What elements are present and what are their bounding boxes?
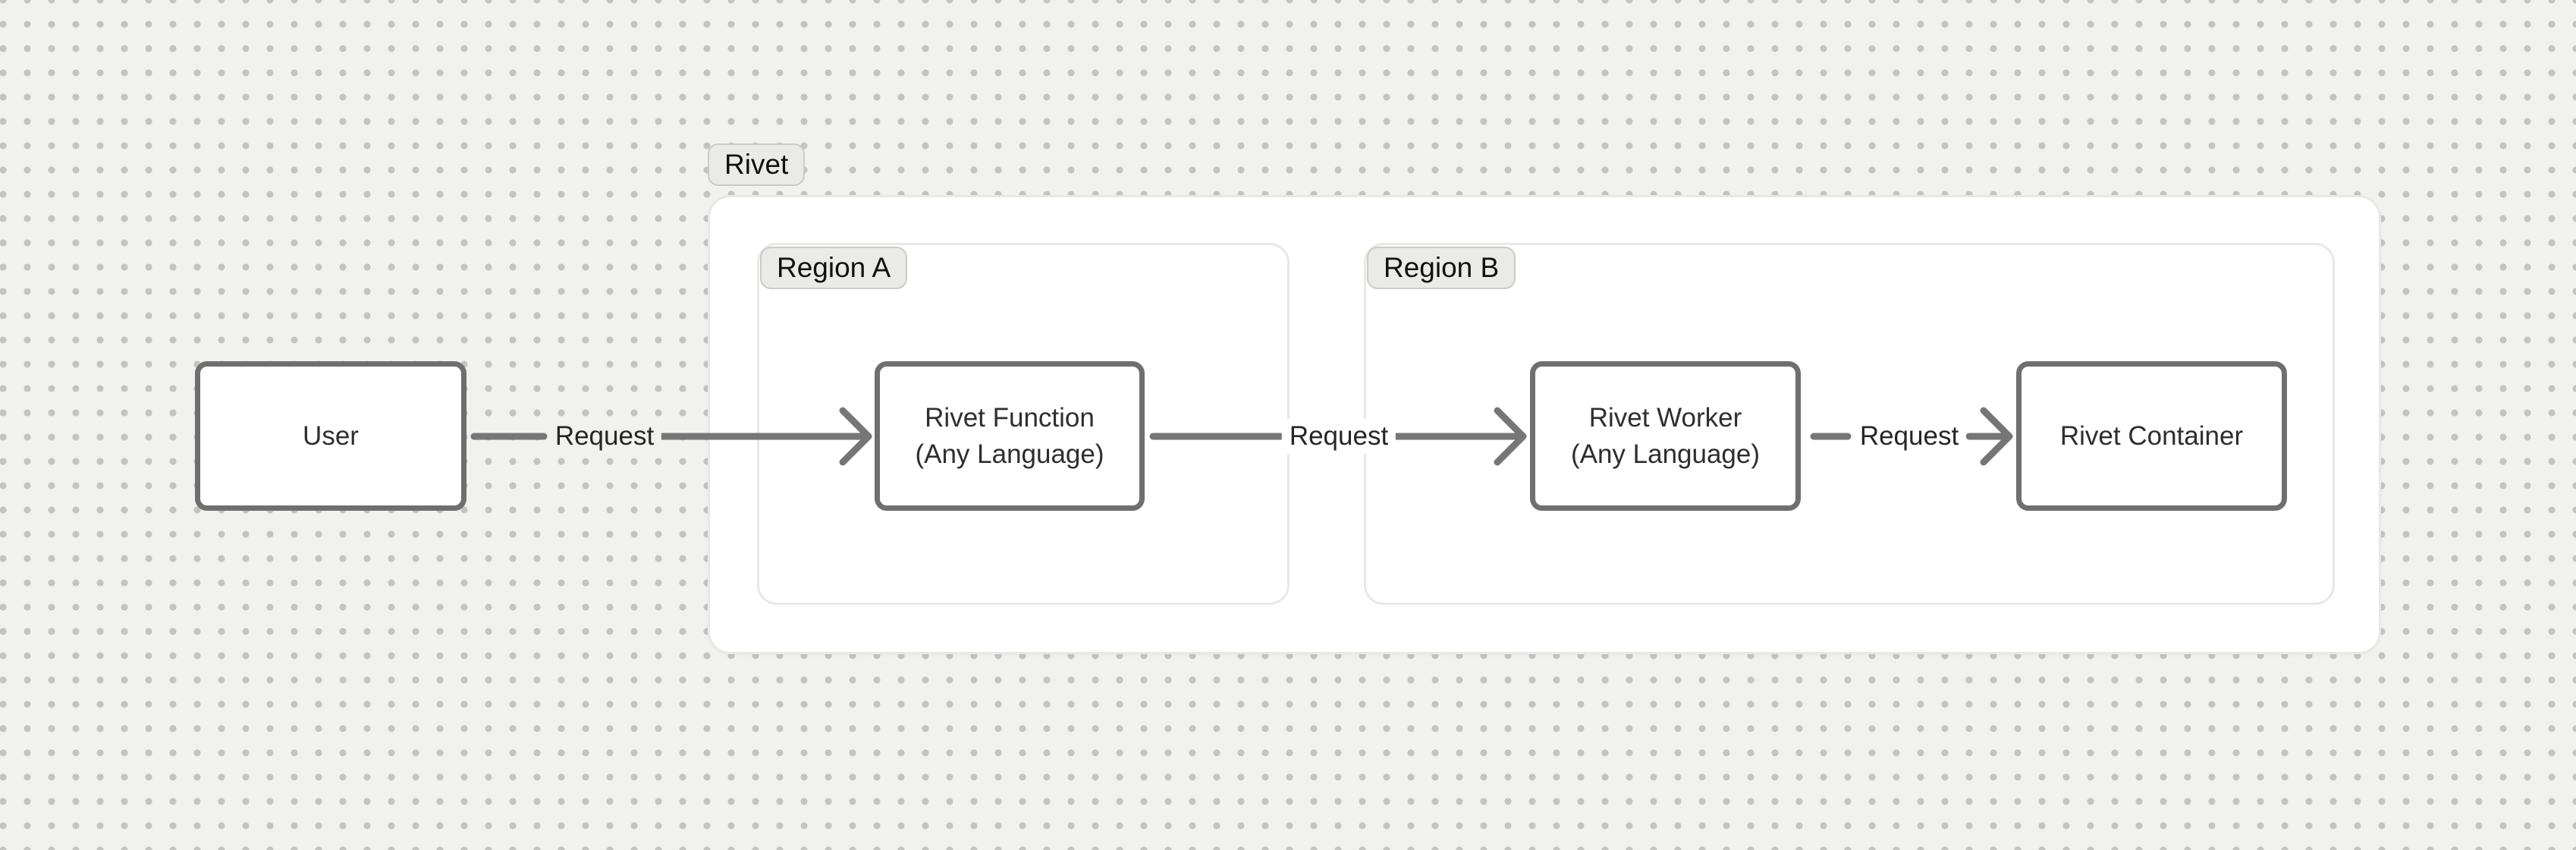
edge-label-request-3: Request xyxy=(1852,419,1967,454)
region-a-frame-badge: Region A xyxy=(760,247,908,289)
edge-label-request-2: Request xyxy=(1281,419,1396,454)
node-rivet-worker: Rivet Worker (Any Language) xyxy=(1530,361,1801,511)
node-label-line2: (Any Language) xyxy=(915,439,1104,469)
edge-label-request-1: Request xyxy=(547,419,662,454)
node-label: User xyxy=(303,420,359,451)
node-label: Rivet Container xyxy=(2059,420,2244,451)
rivet-frame-badge: Rivet xyxy=(708,143,806,186)
region-b-frame-badge: Region B xyxy=(1367,247,1516,289)
node-user: User xyxy=(195,361,467,511)
node-label-line2: (Any Language) xyxy=(1570,439,1761,469)
node-label-line1: Rivet Function xyxy=(925,402,1095,433)
node-rivet-container: Rivet Container xyxy=(2016,361,2287,511)
node-label-line1: Rivet Worker xyxy=(1588,402,1742,433)
node-rivet-function: Rivet Function (Any Language) xyxy=(875,361,1145,511)
